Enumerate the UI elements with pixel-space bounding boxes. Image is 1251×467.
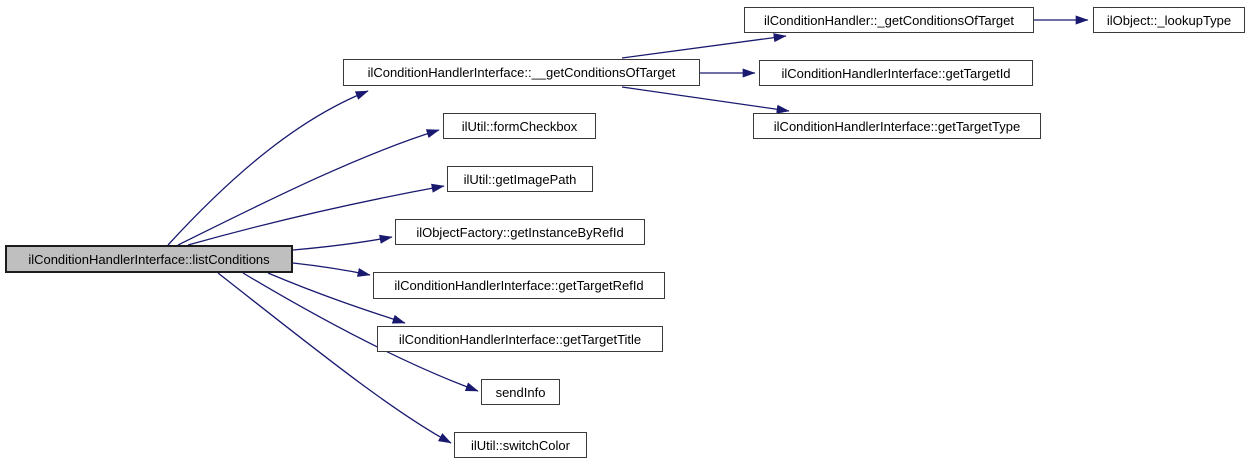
edge-__getConditionsOfTarget-to-_getConditionsOfTarget [621,33,787,59]
graph-node-sendInfo[interactable]: sendInfo [481,379,560,405]
edge-listConditions-to-formCheckbox [177,129,440,246]
edge-listConditions-to-switchColor [217,272,452,444]
graph-node-getTargetTitle[interactable]: ilConditionHandlerInterface::getTargetTi… [377,326,663,352]
edge-listConditions-to-getInstanceByRefId [292,234,393,251]
graph-node-__getConditionsOfTarget[interactable]: ilConditionHandlerInterface::__getCondit… [343,59,700,86]
graph-node-getImagePath[interactable]: ilUtil::getImagePath [447,166,593,192]
graph-node-formCheckbox[interactable]: ilUtil::formCheckbox [443,113,596,139]
graph-node-_getConditionsOfTarget[interactable]: ilConditionHandler::_getConditionsOfTarg… [744,7,1034,33]
edge-listConditions-to-getImagePath [187,183,445,246]
edge-__getConditionsOfTarget-to-getTargetType [621,86,790,114]
graph-node-listConditions: ilConditionHandlerInterface::listConditi… [5,245,293,273]
edge-listConditions-to-__getConditionsOfTarget [167,90,369,246]
graph-node-getInstanceByRefId[interactable]: ilObjectFactory::getInstanceByRefId [395,219,645,245]
edge-listConditions-to-sendInfo [242,272,479,392]
graph-node-_lookupType[interactable]: ilObject::_lookupType [1093,7,1245,33]
graph-node-switchColor[interactable]: ilUtil::switchColor [454,432,587,458]
edge-listConditions-to-getTargetRefId [292,262,371,277]
graph-node-getTargetRefId[interactable]: ilConditionHandlerInterface::getTargetRe… [373,272,665,299]
edge-listConditions-to-getTargetTitle [267,272,406,324]
graph-node-getTargetId[interactable]: ilConditionHandlerInterface::getTargetId [759,60,1033,86]
graph-node-getTargetType[interactable]: ilConditionHandlerInterface::getTargetTy… [753,113,1041,139]
